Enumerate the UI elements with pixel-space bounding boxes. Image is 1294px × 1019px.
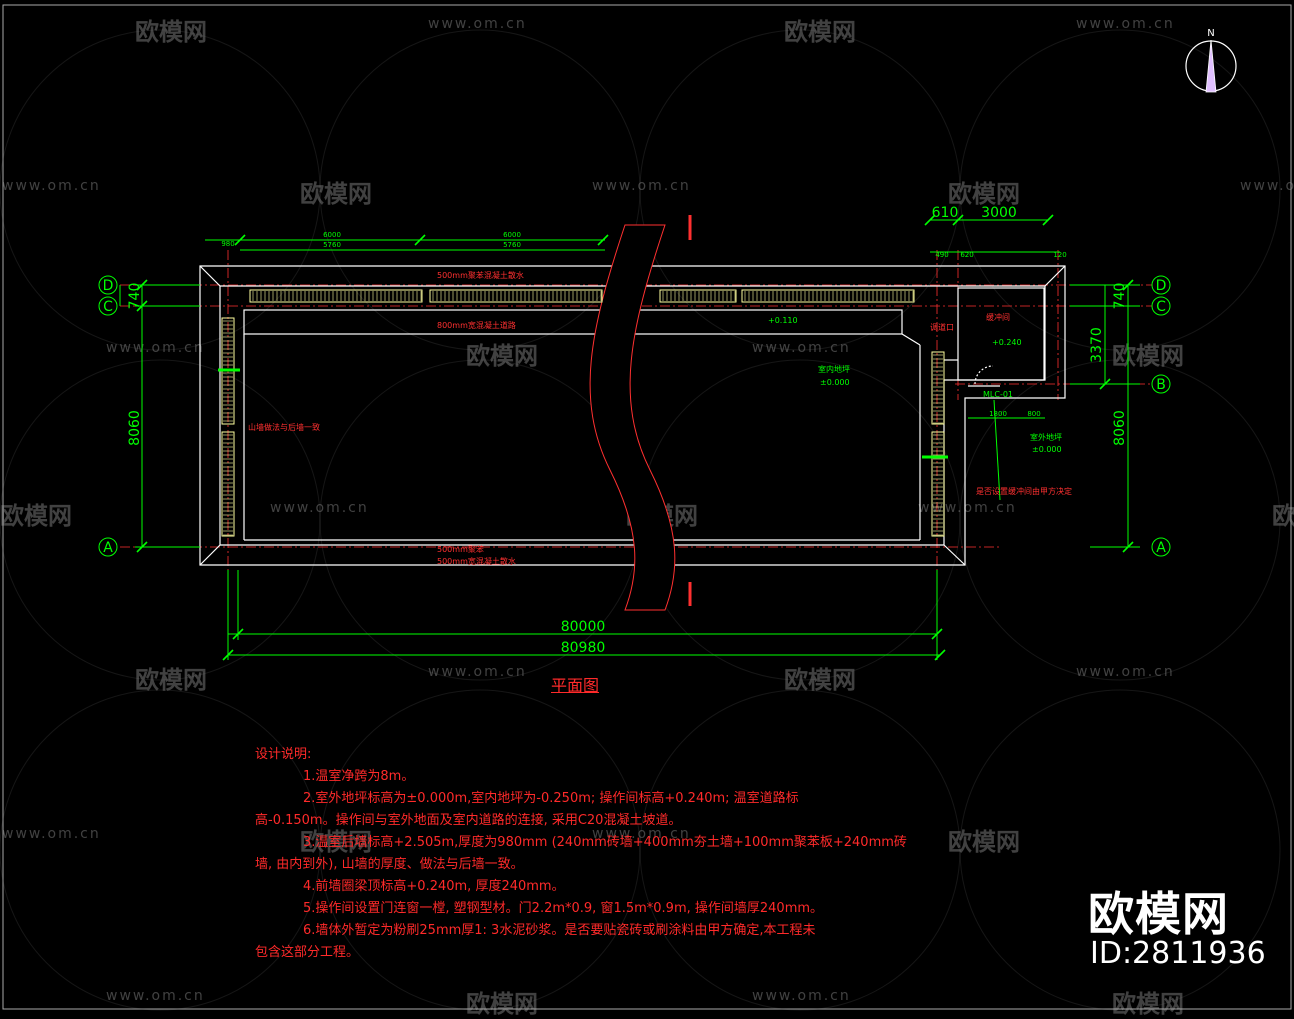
axis-bubble-a-left [98,537,118,557]
note-item: 高-0.150m。操作间与室外地面及室内道路的连接, 采用C20混凝土坡道。 [255,813,682,828]
openings [218,368,948,459]
dim-left-height: 8060 [127,410,143,446]
label-elev-road: +0.110 [768,316,798,325]
drawing-title: 平面图 [551,676,600,695]
brand-logo: 欧模网 [1088,887,1229,941]
dim-top-490: 490 [935,251,948,259]
dim-total-outer: 80980 [561,640,606,656]
label-indoor-elev: ±0.000 [820,378,850,387]
axis-bubble-d-left [98,275,118,295]
axis-bubble-b-right [1151,374,1171,394]
dimension-ticks [136,214,1134,661]
label-indoor-floor: 室内地坪 [818,364,850,374]
note-item: 包含这部分工程。 [255,945,360,960]
axis-bubble-a-right [1151,537,1171,557]
elevation-labels: +0.110 室内地坪 ±0.000 +0.240 MLC-01 室外地坪 ±0… [768,316,1062,454]
axis-bubble-d-right [1151,275,1171,295]
watermark-circles [0,29,1281,1011]
note-item: 3.温室后墙标高+2.505m,厚度为980mm (240mm砖墙+400mm夯… [303,835,907,850]
label-gable-note: 山墙做法与后墙一致 [248,422,320,432]
label-buffer-note: 是否设置缓冲间由甲方决定 [976,486,1072,496]
dim-left-740: 740 [127,283,143,310]
dim-top-6000a: 6000 [323,231,341,239]
axis-label-a: A [1156,540,1166,556]
brand-id: ID:2811936 [1090,936,1266,971]
label-road-bot1: 500mm聚苯 [437,544,484,554]
dim-op-1800: 1800 [989,410,1007,418]
axis-label-b: B [1156,377,1166,393]
note-item: 5.操作间设置门连窗一樘, 塑钢型材。门2.2m*0.9, 窗1.5m*0.9m… [303,901,824,916]
dim-top-3000: 3000 [981,205,1017,221]
axis-bubble-c-right [1151,296,1171,316]
axis-label-d: D [103,278,114,294]
dim-top-610: 610 [932,205,959,221]
notes-heading: 设计说明: [255,747,312,762]
note-item: 4.前墙圈梁顶标高+0.240m, 厚度240mm。 [303,879,565,894]
design-notes: 设计说明: 1.温室净跨为8m。 2.室外地坪标高为±0.000m,室内地坪为-… [255,744,955,964]
label-outdoor-floor: 室外地坪 [1030,432,1062,442]
dim-top-5760b: 5760 [503,241,521,249]
dim-top-620: 620 [960,251,973,259]
north-compass: N [1185,28,1237,93]
hatch-fill [223,291,943,536]
label-outdoor-elev: ±0.000 [1032,445,1062,454]
note-item: 1.温室净跨为8m。 [303,769,415,784]
label-buffer-room: 缓冲间 [986,312,1010,322]
break-lines [589,215,692,611]
note-item: 6.墙体外暂定为粉刷25mm厚1: 3水泥砂浆。是否要贴瓷砖或刷涂料由甲方确定,… [303,923,816,938]
annotation-labels: 500mm聚苯混凝土散水 800mm宽混凝土道路 500mm聚苯 500mm宽混… [248,270,1072,566]
dim-top-5760a: 5760 [323,241,341,249]
dim-top-6000b: 6000 [503,231,521,239]
axis-label-a: A [103,540,113,556]
note-item: 2.室外地坪标高为±0.000m,室内地坪为-0.250m; 操作间标高+0.2… [303,791,799,806]
dim-total-inner: 80000 [561,619,606,635]
axis-label-c: C [1156,299,1166,315]
axis-letters: D C A D C B A [103,278,1167,556]
north-arrow-icon [1205,39,1217,93]
label-buffer-elev: +0.240 [992,338,1022,347]
dim-top-120: 120 [1053,251,1066,259]
axis-label-d: D [1156,278,1167,294]
note-item: 墙, 由内到外), 山墙的厚度、做法与后墙一致。 [255,857,524,872]
label-road-top2: 800mm宽混凝土道路 [437,320,516,330]
axis-label-c: C [103,299,113,315]
dim-right-height: 8060 [1112,410,1128,446]
axis-bubble-c-left [98,296,118,316]
drawing-frame [2,4,1292,1010]
dim-right-3370: 3370 [1089,327,1105,363]
label-door-code: MLC-01 [983,390,1013,399]
dim-op-800: 800 [1027,410,1040,418]
label-passage: 调道口 [930,322,954,332]
hatch-segments [221,289,945,537]
dim-right-740: 740 [1112,283,1128,310]
label-road-bot2: 500mm宽混凝土散水 [437,556,516,566]
label-road-top1: 500mm聚苯混凝土散水 [437,270,524,280]
dim-top-980: 980 [221,240,234,248]
axis-bubbles [98,275,1171,557]
dimension-lines [119,219,1140,660]
dimension-texts: 80000 80980 8060 740 8060 740 3370 610 3… [127,205,1128,656]
north-label: N [1207,28,1214,39]
